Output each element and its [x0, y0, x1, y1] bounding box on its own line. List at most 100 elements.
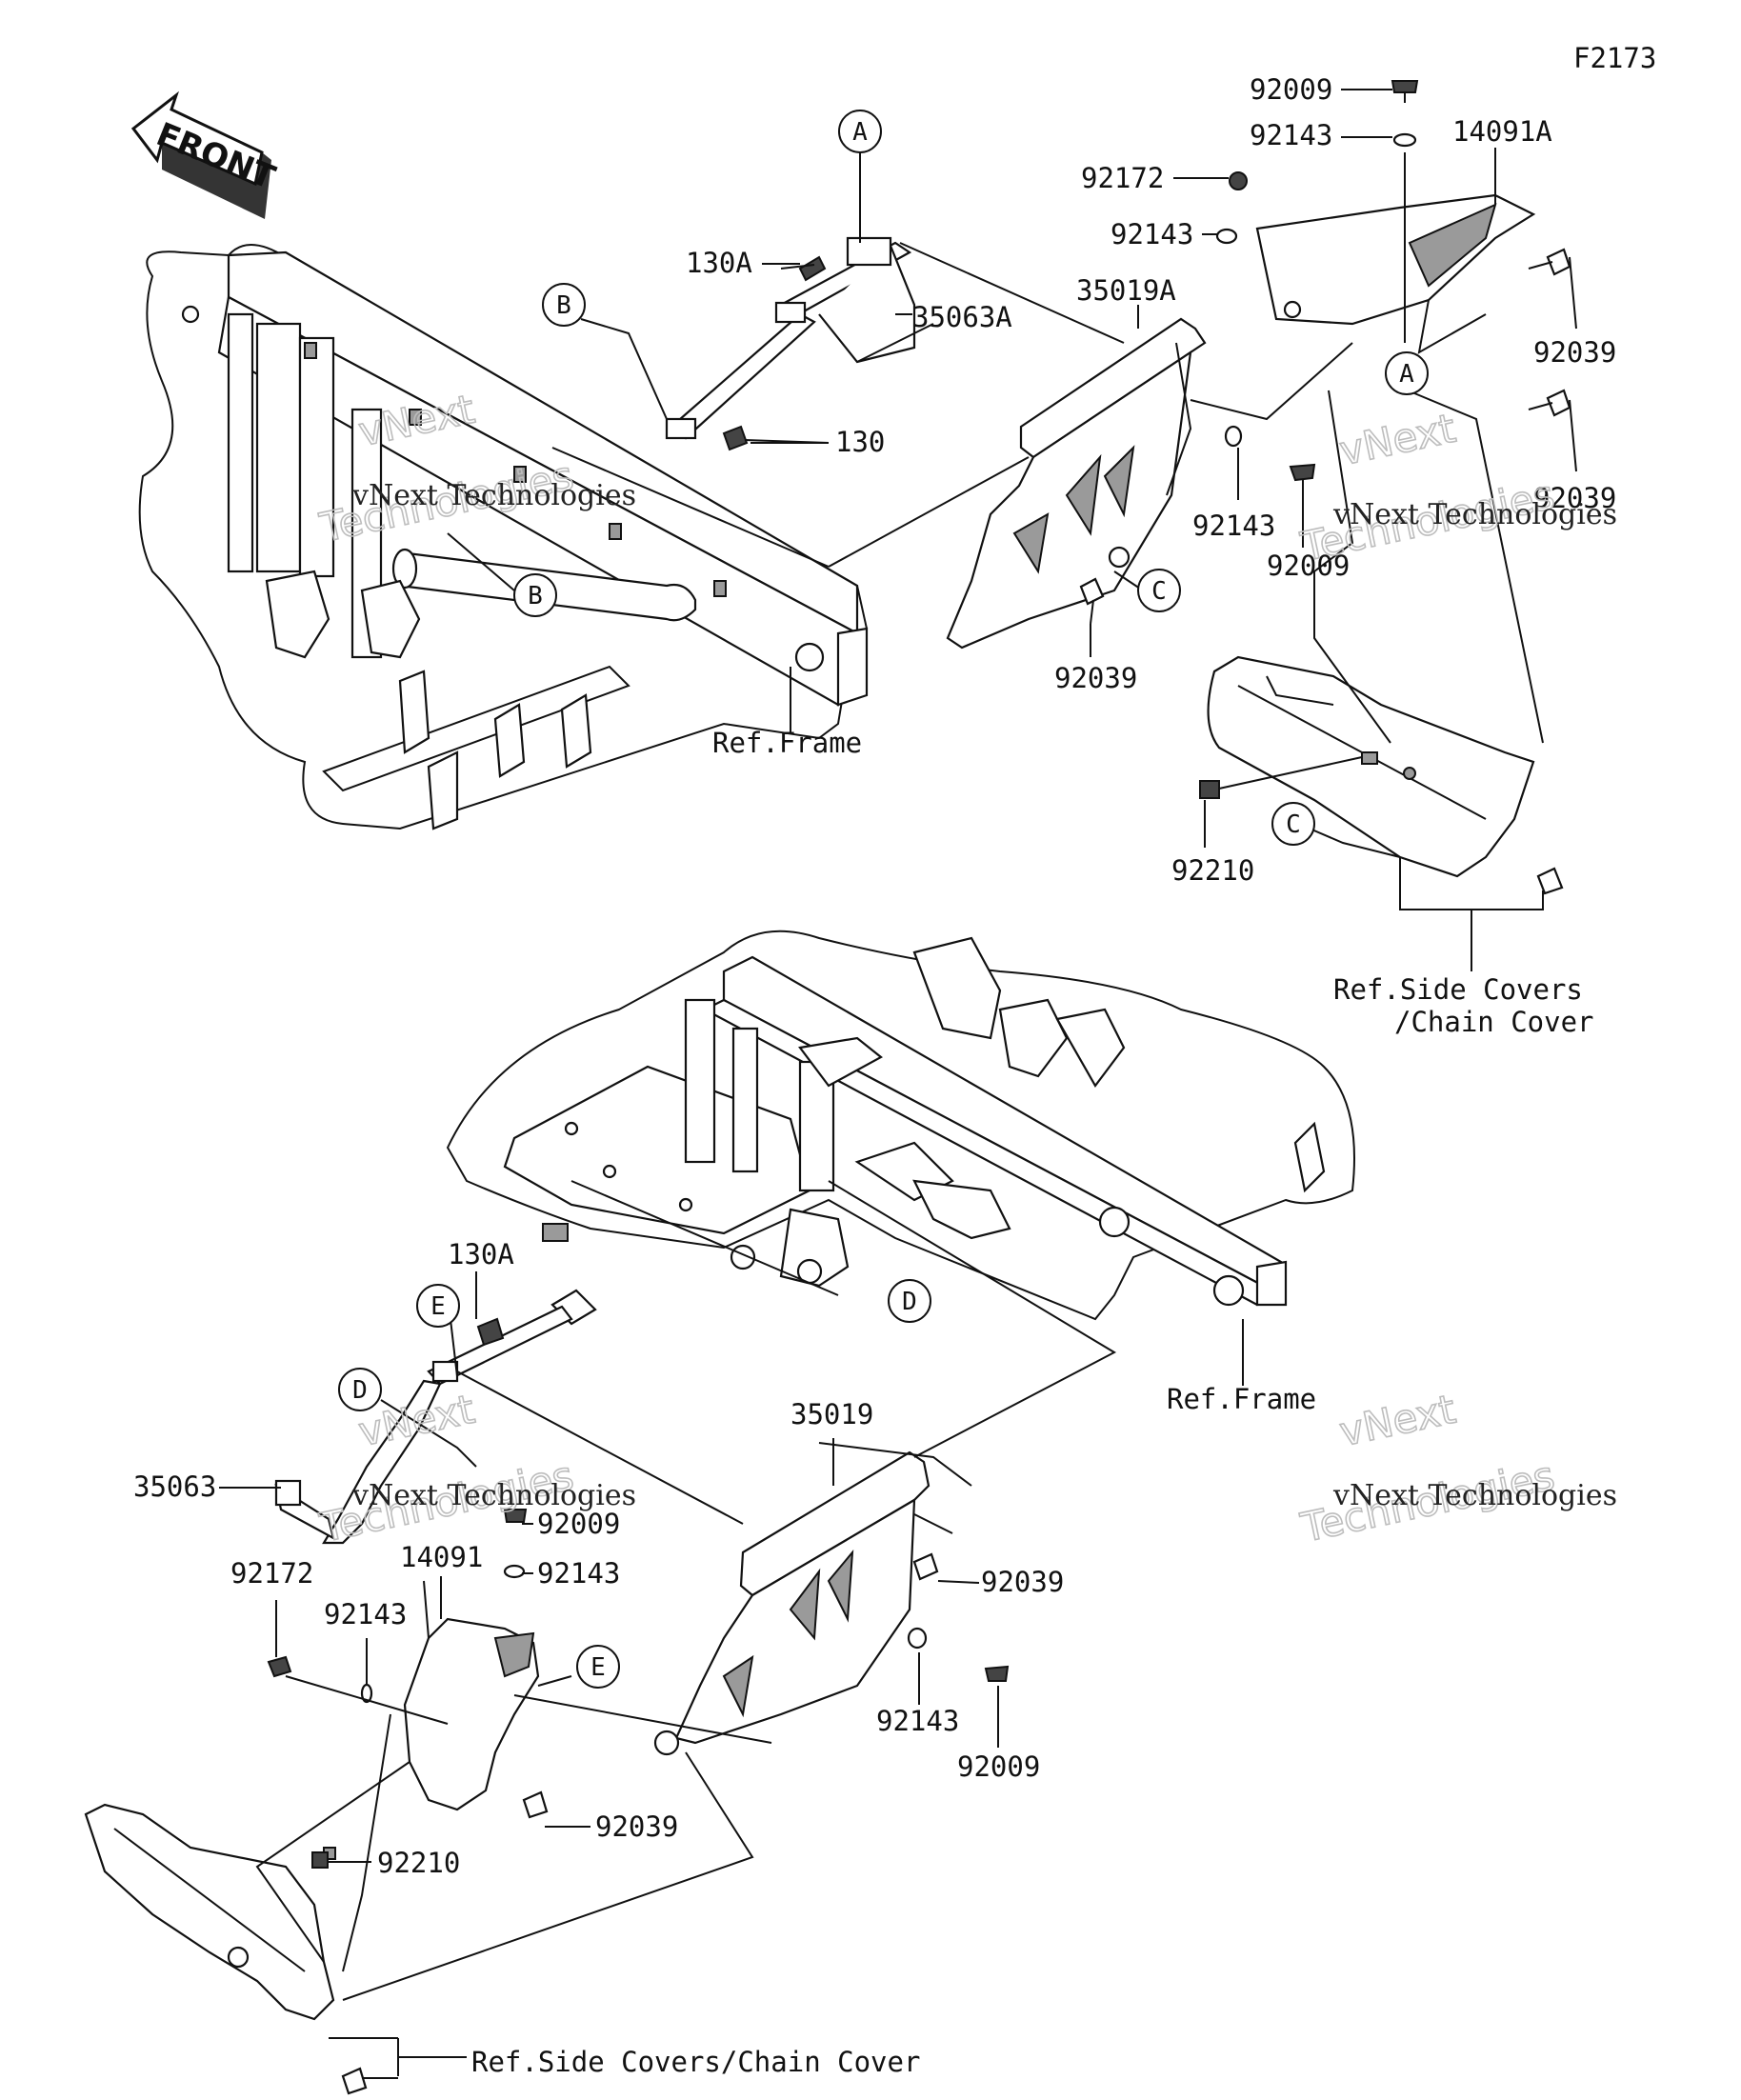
- part-number-label: 35019A: [1076, 274, 1176, 307]
- reference-circle: [1385, 351, 1429, 395]
- washer-92143-mid: [1215, 228, 1238, 245]
- upper-frame-assembly: [138, 244, 869, 830]
- clip-92039-c: [1079, 577, 1105, 625]
- reference-circle: [1137, 569, 1181, 612]
- watermark-line1: vNext: [1335, 405, 1459, 474]
- part-number-label: 92143: [876, 1705, 959, 1737]
- watermark-line1: vNext: [1335, 1386, 1459, 1455]
- reference-letter: D: [902, 1288, 917, 1316]
- reference-letter: C: [1151, 577, 1167, 606]
- bolt-92172-top: [1229, 171, 1248, 190]
- leader-lines-lower: [219, 1180, 1244, 2079]
- reference-circle: [888, 1279, 931, 1323]
- part-number-label: Ref.Side Covers/Chain Cover: [471, 2046, 920, 2078]
- washer-92143-top: [1392, 132, 1417, 148]
- watermark-tag: vNext Technologies: [351, 479, 636, 512]
- part-number-label: 92143: [537, 1557, 620, 1590]
- part-number-label: 130A: [448, 1238, 514, 1270]
- reference-marker: D: [338, 1368, 382, 1411]
- screw-92009-lower-right: [984, 1665, 1010, 1682]
- reference-marker: D: [888, 1279, 931, 1323]
- reference-letter: B: [556, 291, 571, 320]
- part-number-label: 130: [835, 426, 885, 458]
- lower-frame-assembly: [446, 930, 1355, 1321]
- reference-letter: E: [590, 1653, 606, 1682]
- part-number-label: 35019: [790, 1398, 873, 1430]
- bolt-130A-upper: [780, 255, 827, 282]
- reference-marker: E: [416, 1284, 460, 1328]
- part-number-label: 92039: [595, 1810, 678, 1843]
- reference-circles: A B B A C C D E D E: [338, 110, 1429, 1689]
- reference-circle: [338, 1368, 382, 1411]
- clip-92039-a: [1528, 248, 1571, 276]
- reference-letter: C: [1286, 810, 1301, 839]
- reference-circle: [416, 1284, 460, 1328]
- reference-marker: E: [576, 1645, 620, 1689]
- part-number-label: 92143: [1192, 510, 1275, 542]
- part-number-label: 92143: [1250, 119, 1332, 151]
- reference-circle: [542, 283, 586, 327]
- reference-letter: A: [1399, 360, 1414, 389]
- bolt-130-upper: [722, 425, 830, 451]
- reference-marker: A: [1385, 351, 1429, 395]
- part-number-label: 130A: [686, 247, 752, 279]
- clip-92039-b: [1528, 389, 1571, 417]
- reference-circle: [1271, 802, 1315, 846]
- side-cover-upper: [1207, 655, 1535, 878]
- part-number-label: 92210: [377, 1847, 460, 1879]
- clip-upper-right-bottom: [1536, 867, 1564, 895]
- reference-circle: [838, 110, 882, 153]
- screw-92009-right: [1289, 463, 1316, 495]
- bracket-35063A: [665, 236, 934, 440]
- washer-92143-lower-left: [503, 1564, 526, 1579]
- reference-marker: C: [1137, 569, 1181, 612]
- part-number-label: /Chain Cover: [1394, 1006, 1594, 1038]
- screw-92009-lower-left: [503, 1509, 528, 1523]
- watermark-tag: vNext Technologies: [1332, 498, 1617, 531]
- part-number-label: Ref.Frame: [1167, 1383, 1316, 1415]
- guard-14091A: [1255, 193, 1536, 354]
- part-number-label: 92210: [1171, 854, 1254, 887]
- reference-circle: [576, 1645, 620, 1689]
- part-number-label: 35063A: [912, 301, 1012, 333]
- cover-35019A: [946, 317, 1207, 650]
- part-number-label: Ref.Side Covers: [1333, 973, 1583, 1006]
- reference-letter: D: [352, 1376, 368, 1405]
- bolt-92172-lower: [267, 1655, 292, 1678]
- reference-marker: A: [838, 110, 882, 153]
- reference-marker: C: [1271, 802, 1315, 846]
- reference-letter: E: [430, 1292, 446, 1321]
- part-number-label: 92172: [230, 1557, 313, 1590]
- part-number-label: 92009: [1250, 73, 1332, 106]
- part-number-label: Ref.Frame: [712, 727, 862, 759]
- reference-circle: [513, 573, 557, 617]
- watermark-tag: vNext Technologies: [1332, 1479, 1617, 1512]
- part-number-label: 92009: [957, 1750, 1040, 1783]
- nut-92210-upper: [1199, 780, 1220, 799]
- leader-lines-upper: [447, 89, 1577, 971]
- bolt-130A-lower: [476, 1317, 505, 1347]
- washer-92143-lower-right: [907, 1627, 928, 1650]
- front-arrow-icon: FRONT: [130, 90, 281, 219]
- part-number-label: 92143: [324, 1598, 407, 1630]
- screw-92009-top: [1391, 80, 1419, 103]
- part-number-label: 92009: [537, 1508, 620, 1540]
- part-number-label: 14091: [400, 1541, 483, 1573]
- side-cover-lower: [84, 1803, 336, 2021]
- bracket-35063: [274, 1289, 597, 1545]
- part-number-label: 92172: [1081, 162, 1164, 194]
- figure-id: F2173: [1573, 42, 1656, 74]
- part-number-label: 92039: [981, 1566, 1064, 1598]
- nut-92210-lower: [311, 1851, 329, 1869]
- reference-marker: B: [542, 283, 586, 327]
- part-number-label: 92039: [1054, 662, 1137, 694]
- part-number-label: 92009: [1267, 550, 1350, 582]
- clip-lower-bottom: [341, 2067, 368, 2095]
- reference-marker: B: [513, 573, 557, 617]
- reference-letter: B: [528, 582, 543, 610]
- clip-92039-lower-right: [912, 1552, 939, 1581]
- cover-35019: [653, 1450, 931, 1756]
- part-number-label: 92039: [1533, 482, 1616, 514]
